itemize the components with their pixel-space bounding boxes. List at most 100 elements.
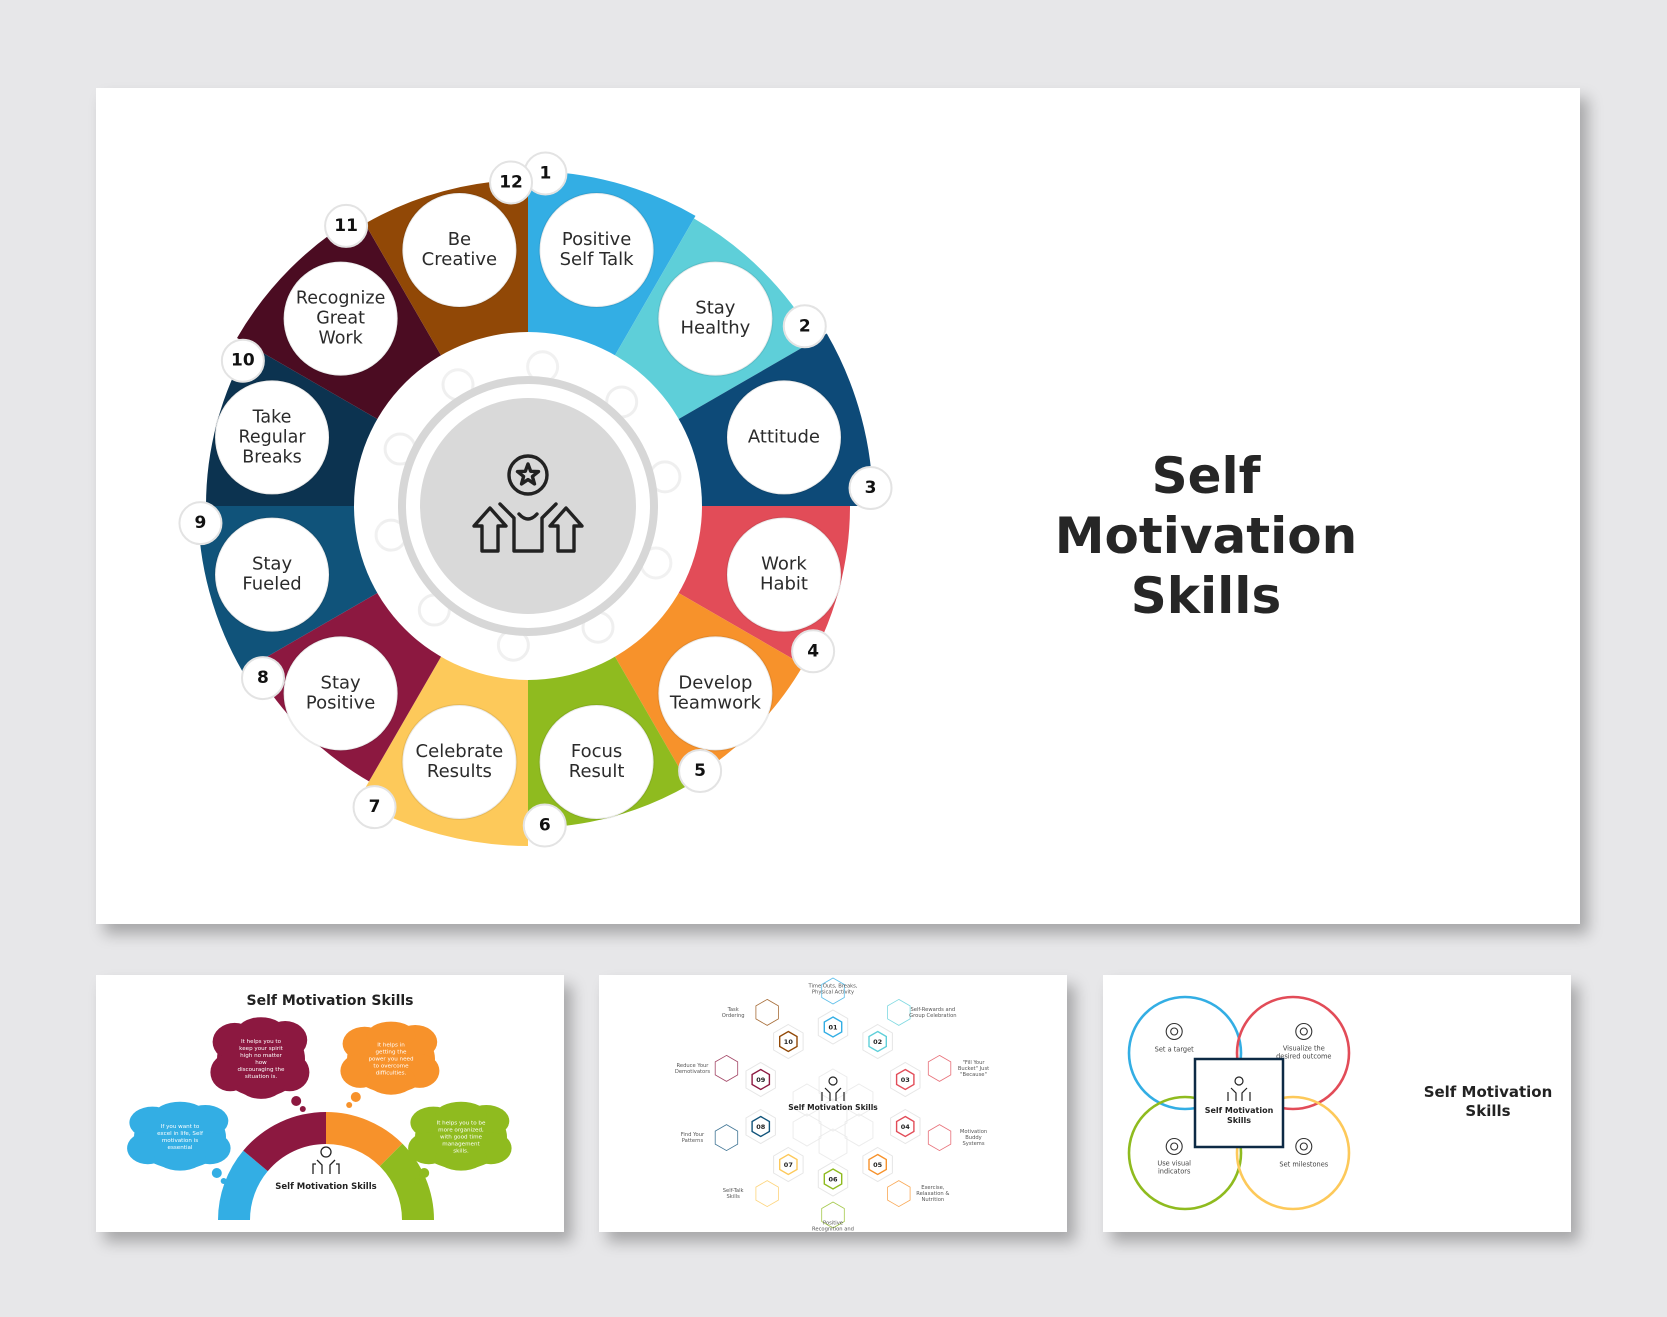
hex-cell [818,1128,848,1162]
loop-ring [1127,1095,1243,1211]
hex-label-line: Task [727,1007,739,1013]
number-badge-text: 12 [499,172,523,192]
title-line-1: Self Motivation [1423,1083,1553,1101]
icon-body [1227,1087,1251,1101]
thumbnail-title: Self Motivation Skills [246,993,414,1009]
segment-label-line: Habit [760,574,808,595]
loop-ring [1127,995,1243,1111]
bubble-text-line: to overcome [373,1064,409,1070]
label-circle [401,192,518,309]
icon-shape [1165,1022,1183,1041]
hex-inner [751,1068,771,1091]
hex-label-line: Bucket" Just [958,1066,989,1072]
hex-label-line: Nutrition [921,1197,944,1203]
number-badge [220,338,265,383]
segment-label-line: Self Talk [560,249,635,270]
segment-label-line: Recognize [296,289,385,309]
loop-label-line: Use visual [1157,1160,1191,1168]
number-badge [489,160,534,205]
loop-label-line: indicators [1158,1168,1191,1176]
center-label: Self Motivation Skills [275,1182,376,1192]
bubble-text-line: It helps you to be [437,1121,486,1127]
loop-label: Set a target [1155,1046,1195,1054]
bubble-text-line: keep your spirit [239,1046,283,1052]
number-badge-text: 8 [257,668,269,688]
segment-label-line: Focus [571,741,622,762]
center-label-line: Self Motivation [1205,1106,1274,1115]
segment-label-line: Great [316,309,365,329]
hex-label-line: Reduce Your [677,1063,710,1069]
hex-number: 01 [828,1024,838,1032]
segment-label-line: Stay [252,554,293,575]
icon-body [312,1159,340,1174]
hex-label-line: Demotivators [675,1069,710,1075]
hex-cell [792,1113,822,1147]
icon-left-arrow [472,506,508,553]
number-badge-text: 6 [539,816,551,836]
bubble-tail [211,1168,222,1178]
hex-label-line: Exercise, [921,1185,945,1191]
bubble-text-line: how [255,1060,267,1066]
hex-label-line: Time Outs, Breaks, [807,984,857,990]
icon-shape [1170,1142,1179,1151]
icon-head [1234,1076,1244,1086]
hex-inner [823,1016,843,1038]
center-box [1193,1057,1285,1149]
label-hex [714,1124,739,1152]
bubble-tail [299,1106,306,1112]
bubble-text-line: more organized, [438,1128,484,1134]
hex-label-line: Motivation [960,1129,987,1135]
hex-cell [792,1083,822,1117]
thinking-head-icon [1165,1137,1183,1156]
bubble-puff [236,1017,286,1048]
bubble-text-line: situation is. [245,1074,278,1080]
segment-label-line: Work [318,329,363,349]
hex-label-line: Skills [727,1194,741,1200]
label-circle [214,516,331,633]
segment-label-line: Results [427,761,492,782]
number-badge-text: 11 [334,216,358,236]
person-star-arrows-icon [472,454,584,553]
bubble-text-line: essential [168,1145,193,1151]
hex-cell [844,1083,874,1117]
segment-label-line: Develop [678,672,752,693]
target-icon [1165,1022,1183,1041]
label-circle [282,635,399,752]
icon-shape [1165,1137,1183,1156]
icon-right-arrow [548,506,584,553]
thumbnail-slide-speech-bubbles[interactable]: Self Motivation Skills Self Motivation S… [96,975,564,1232]
icon-head [320,1146,332,1158]
number-badge [678,749,723,794]
